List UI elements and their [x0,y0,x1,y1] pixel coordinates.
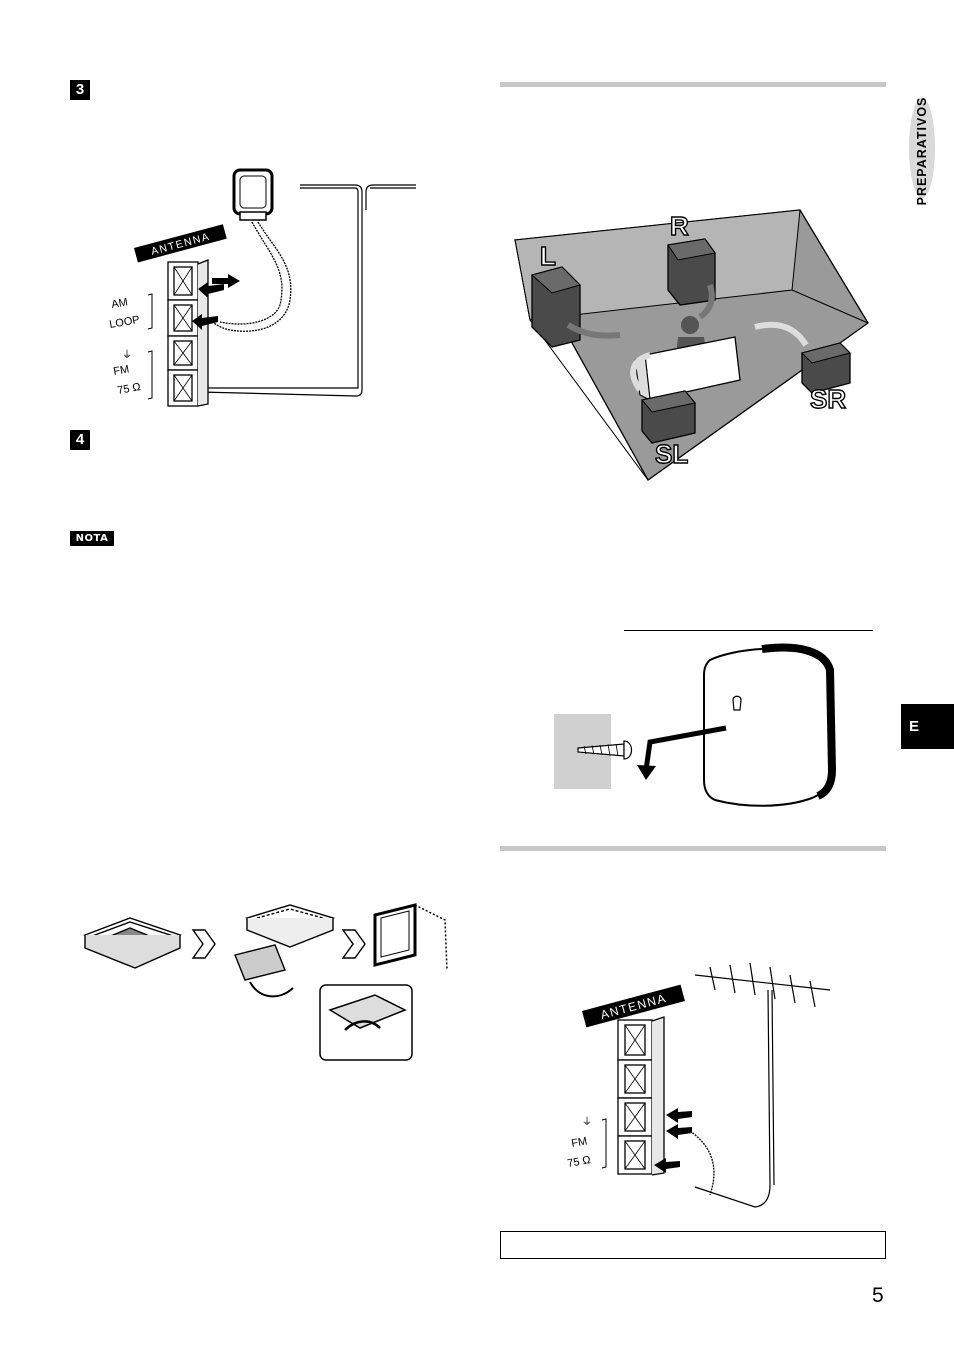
step-3-badge: 3 [70,80,90,100]
step-4-badge: 4 [70,430,90,450]
am-loop-antenna-icon [194,168,292,332]
antenna-terminal-block [167,259,209,407]
subheading-underline [624,630,873,631]
loop-label: LOOP [108,314,140,331]
speaker-placement-room-illustration: L R SL SR [513,209,869,481]
antenna-header-text-bottom: ANTENNA [599,991,668,1022]
ground-icon-bottom: ⏚ [582,1116,592,1128]
front-right-speaker-icon [667,238,716,320]
section-rule-top [500,82,886,87]
surround-left-label: SL [655,439,688,469]
front-left-label: L [540,241,556,271]
loop-folded-icon [83,917,182,969]
antenna-header-text: ANTENNA [150,231,212,258]
fm-label-bottom: FM [570,1135,588,1150]
caption-box [500,1231,886,1259]
am-fm-antenna-connection-illustration: ANTENNA AM LOOP ⏚ FM 75 Ω [108,168,416,407]
surround-right-label: SR [810,384,846,414]
front-right-label: R [670,211,689,241]
coax-cable [689,1130,715,1196]
insert-arrows-bottom [654,1108,692,1173]
step-arrow-2-icon [341,929,366,959]
screw-icon [577,740,633,760]
page-number: 5 [872,1284,884,1307]
outdoor-antenna-icon [694,962,831,1208]
terminal-labels: AM LOOP ⏚ FM 75 Ω [108,293,153,400]
fm-t-antenna-icon [199,184,416,397]
outdoor-fm-antenna-illustration: ANTENNA ⏚ FM 75 Ω [566,962,831,1208]
loop-standing-icon [319,903,448,1061]
chapter-label-text: PREPARATIVOS [915,96,929,206]
surround-right-speaker-icon [754,321,851,394]
fm-ohm-label-bottom: 75 Ω [566,1154,591,1170]
mount-arrow-icon [637,725,727,780]
surround-left-speaker-icon [630,352,696,444]
antenna-header-banner: ANTENNA [134,224,227,263]
insert-arrows [192,274,240,330]
speaker-back-icon [703,643,837,807]
chapter-side-label: PREPARATIVOS [905,80,939,222]
terminal-labels-bottom: ⏚ FM 75 Ω [566,1116,607,1170]
ground-icon: ⏚ [122,349,132,361]
chapter-oval [909,98,935,198]
front-left-speaker-icon [530,266,621,348]
fm-label: FM [112,363,130,378]
note-badge: NOTA [70,531,114,546]
am-loop-assembly-illustration [83,903,448,1061]
am-label: AM [110,296,128,311]
wall-mount-speaker-illustration [554,643,837,807]
step-arrow-1-icon [191,929,216,959]
section-rule-middle [500,846,886,851]
loop-unfolding-icon [234,904,336,998]
fm-ohm-label: 75 Ω [116,381,141,397]
sofa-icon [634,336,741,401]
antenna-terminal-block-bottom [617,1016,665,1176]
language-tab: E [901,704,954,749]
